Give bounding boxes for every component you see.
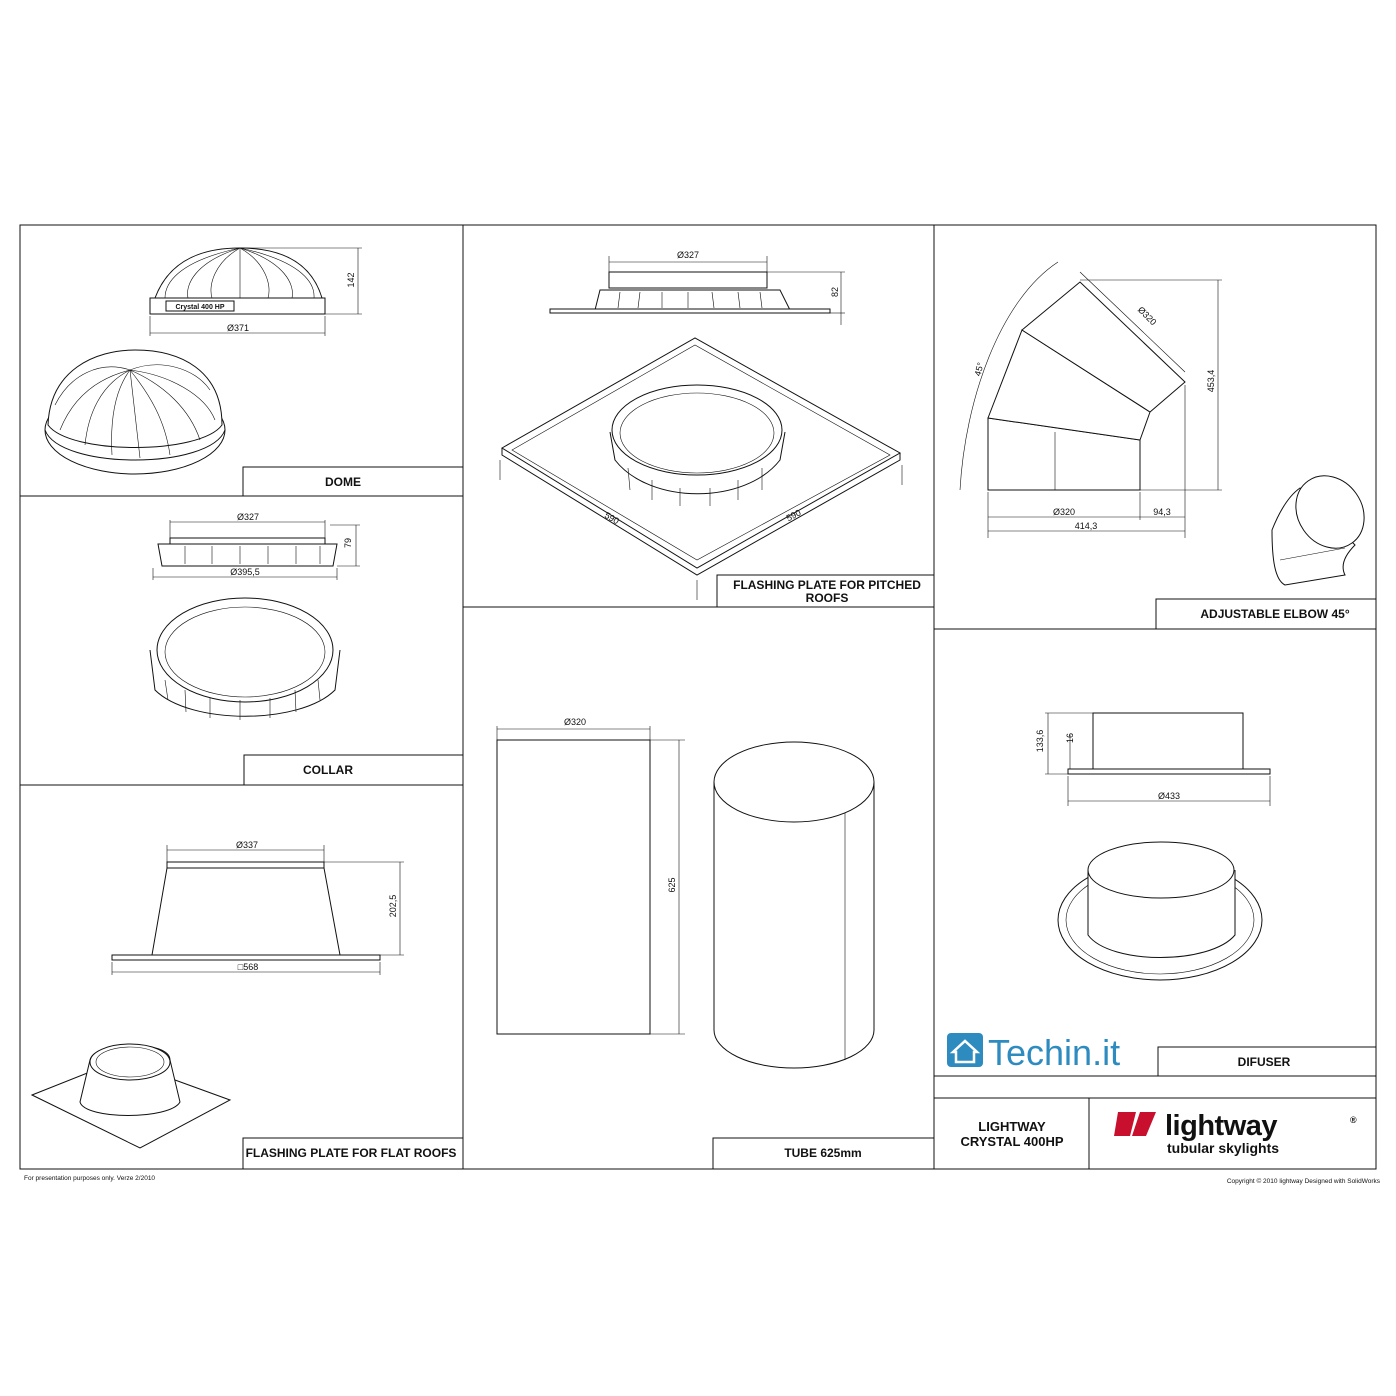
collar-dim-top: Ø327 xyxy=(237,512,259,522)
tube-iso-view xyxy=(713,741,875,1069)
techin-watermark: Techin.it xyxy=(947,1032,1120,1073)
label-box-dome: DOME xyxy=(242,466,464,497)
collar-dim-height: 79 xyxy=(343,538,353,548)
pitched-dim-height: 82 xyxy=(830,287,840,297)
difuser-dim-height-b: 16 xyxy=(1065,733,1075,743)
brand-registered: ® xyxy=(1350,1115,1357,1125)
elbow-iso-view xyxy=(1271,475,1365,586)
tube-dim-width: Ø320 xyxy=(564,717,586,727)
brand-logo: lightway ® tubular skylights xyxy=(1114,1110,1357,1156)
tube-label: TUBE 625mm xyxy=(784,1146,861,1160)
collar-iso-view xyxy=(149,597,341,720)
flat-roofs-label: FLASHING PLATE FOR FLAT ROOFS xyxy=(246,1146,457,1160)
elbow-dim-height: 453,4 xyxy=(1206,370,1216,393)
flat-iso-view xyxy=(30,1043,232,1149)
elbow-dim-total: 414,3 xyxy=(1075,521,1098,531)
watermark-text: Techin.it xyxy=(988,1032,1120,1073)
elbow-dim-diameter: Ø320 xyxy=(1136,305,1159,328)
pitched-iso-view: 590 590 xyxy=(499,337,903,600)
flat-dim-height: 202,5 xyxy=(388,895,398,918)
label-box-difuser: DIFUSER xyxy=(934,1046,1377,1077)
pitched-label-line2: ROOFS xyxy=(806,591,849,605)
tube-dim-height: 625 xyxy=(667,877,677,892)
pitched-dim-top: Ø327 xyxy=(677,250,699,260)
flat-dim-base: □568 xyxy=(238,962,258,972)
dome-iso-view xyxy=(44,349,226,475)
dome-label: DOME xyxy=(325,475,361,489)
pitched-label-line1: FLASHING PLATE FOR PITCHED xyxy=(733,578,921,592)
difuser-dim-height-a: 133,6 xyxy=(1035,730,1045,753)
elbow-dim-angle: 45° xyxy=(973,361,986,377)
label-box-collar: COLLAR xyxy=(243,754,464,786)
home-icon xyxy=(949,1039,981,1064)
difuser-iso-view xyxy=(1057,841,1263,981)
dome-dim-diameter: Ø371 xyxy=(227,323,249,333)
label-box-flat: FLASHING PLATE FOR FLAT ROOFS xyxy=(242,1137,464,1170)
label-box-elbow: ADJUSTABLE ELBOW 45° xyxy=(1155,598,1377,630)
collar-label: COLLAR xyxy=(303,763,353,777)
title-line1: LIGHTWAY xyxy=(978,1119,1046,1134)
tube-flat-view: Ø320 625 xyxy=(496,717,685,1035)
elbow-label: ADJUSTABLE ELBOW 45° xyxy=(1200,607,1349,621)
title-line2: CRYSTAL 400HP xyxy=(960,1134,1063,1149)
footer-right: Copyright © 2010 lightway Designed with … xyxy=(1227,1177,1381,1185)
dome-side-view: Crystal 400 HP Ø371 142 xyxy=(149,247,362,336)
label-box-pitched: FLASHING PLATE FOR PITCHED ROOFS xyxy=(716,574,935,608)
brand-mark-icon xyxy=(1114,1112,1136,1136)
flat-dim-top: Ø337 xyxy=(236,840,258,850)
elbow-dim-base-d: Ø320 xyxy=(1053,507,1075,517)
difuser-label: DIFUSER xyxy=(1238,1055,1291,1069)
elbow-dim-offset: 94,3 xyxy=(1153,507,1171,517)
pitched-side-view: Ø327 82 xyxy=(549,250,845,325)
elbow-side-view: 45° Ø320 453,4 Ø320 94,3 414,3 xyxy=(959,261,1222,538)
collar-side-view: Ø327 Ø395,5 79 xyxy=(152,512,360,580)
dome-badge: Crystal 400 HP xyxy=(175,304,224,311)
brand-tagline: tubular skylights xyxy=(1167,1140,1279,1156)
label-box-tube: TUBE 625mm xyxy=(712,1137,935,1170)
difuser-side-view: 133,6 16 Ø433 xyxy=(1035,712,1271,806)
footer-left: For presentation purposes only. Verze 2/… xyxy=(24,1175,155,1182)
title-block: LIGHTWAY CRYSTAL 400HP xyxy=(960,1119,1063,1149)
brand-mark-icon-2 xyxy=(1132,1112,1156,1136)
collar-dim-bottom: Ø395,5 xyxy=(230,567,260,577)
difuser-dim-diameter: Ø433 xyxy=(1158,791,1180,801)
brand-name: lightway xyxy=(1165,1110,1277,1142)
flat-side-view: Ø337 □568 202,5 xyxy=(111,840,404,975)
dome-dim-height: 142 xyxy=(346,272,356,287)
